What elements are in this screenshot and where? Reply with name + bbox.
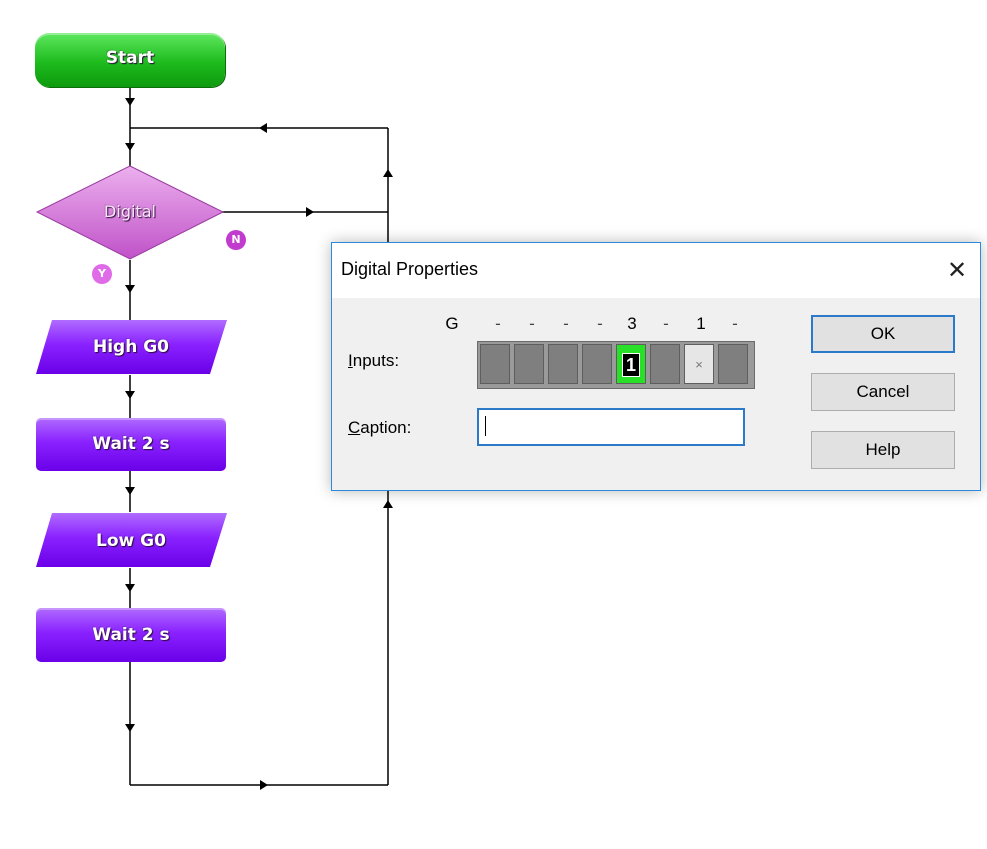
start-label: Start — [105, 48, 155, 68]
port-header-label: - — [597, 314, 603, 333]
input-bit-6[interactable] — [514, 344, 544, 384]
port-header-label: 3 — [627, 314, 637, 333]
yes-branch-badge: Y — [92, 264, 112, 284]
port-header-label: - — [529, 314, 535, 333]
input-bit-value: × — [695, 357, 703, 372]
input-bit-0[interactable] — [718, 344, 748, 384]
dialog-title: Digital Properties — [341, 259, 479, 279]
port-header-label: G — [445, 314, 459, 333]
port-header-label: - — [495, 314, 501, 333]
arrow-left-icon — [259, 123, 267, 133]
caption-input[interactable] — [477, 408, 745, 446]
output-parallelogram-high — [36, 320, 227, 374]
output-parallelogram-low — [36, 513, 227, 567]
arrow-down-icon — [125, 584, 135, 592]
inputs-label-text: Inputs: — [348, 351, 400, 370]
caption-label-text: Caption: — [348, 418, 412, 437]
help-button[interactable]: Help — [811, 431, 955, 469]
port-header-label: - — [732, 314, 738, 333]
step-low-g0-label: Low G0 — [96, 531, 166, 551]
cancel-button[interactable]: Cancel — [811, 373, 955, 411]
decision-label: Digital — [104, 202, 156, 221]
wait-block-2[interactable]: Wait 2 s — [36, 608, 226, 662]
start-terminal[interactable]: Start — [35, 33, 225, 87]
dialog-titlebar[interactable]: Digital Properties ✕ — [332, 243, 980, 298]
input-bit-4[interactable] — [582, 344, 612, 384]
caption-label: Caption: — [348, 418, 411, 438]
decision-diamond — [35, 165, 225, 260]
input-bit-5[interactable] — [548, 344, 578, 384]
digital-properties-dialog: Digital Properties ✕ G - - - - 3 - 1 - I… — [331, 242, 981, 491]
input-bit-1[interactable]: × — [684, 344, 714, 384]
wait-block-1[interactable]: Wait 2 s — [36, 418, 226, 471]
close-icon: ✕ — [946, 257, 968, 284]
input-bit-value: 1 — [622, 353, 640, 377]
arrow-down-icon — [125, 98, 135, 106]
no-branch-badge: N — [226, 230, 246, 250]
input-bit-selector: 1 × — [477, 341, 755, 389]
input-bit-2[interactable] — [650, 344, 680, 384]
port-header-label: 1 — [696, 314, 706, 333]
text-caret — [485, 416, 486, 436]
port-header-label: - — [663, 314, 669, 333]
arrow-up-icon — [383, 169, 393, 177]
arrow-down-icon — [125, 285, 135, 293]
ok-button[interactable]: OK — [811, 315, 955, 353]
step-wait-1-label: Wait 2 s — [92, 434, 170, 454]
arrow-down-icon — [125, 724, 135, 732]
port-header-label: - — [563, 314, 569, 333]
step-high-g0-label: High G0 — [92, 337, 170, 357]
arrow-right-icon — [260, 780, 268, 790]
input-bit-7[interactable] — [480, 344, 510, 384]
close-button[interactable]: ✕ — [934, 243, 980, 298]
step-wait-2-label: Wait 2 s — [92, 625, 170, 645]
arrow-down-icon — [125, 143, 135, 151]
arrow-down-icon — [125, 487, 135, 495]
arrow-down-icon — [125, 391, 135, 399]
input-bit-3[interactable]: 1 — [616, 344, 646, 384]
inputs-label: Inputs: — [348, 351, 399, 371]
arrow-right-icon — [306, 207, 314, 217]
arrow-up-icon — [383, 500, 393, 508]
